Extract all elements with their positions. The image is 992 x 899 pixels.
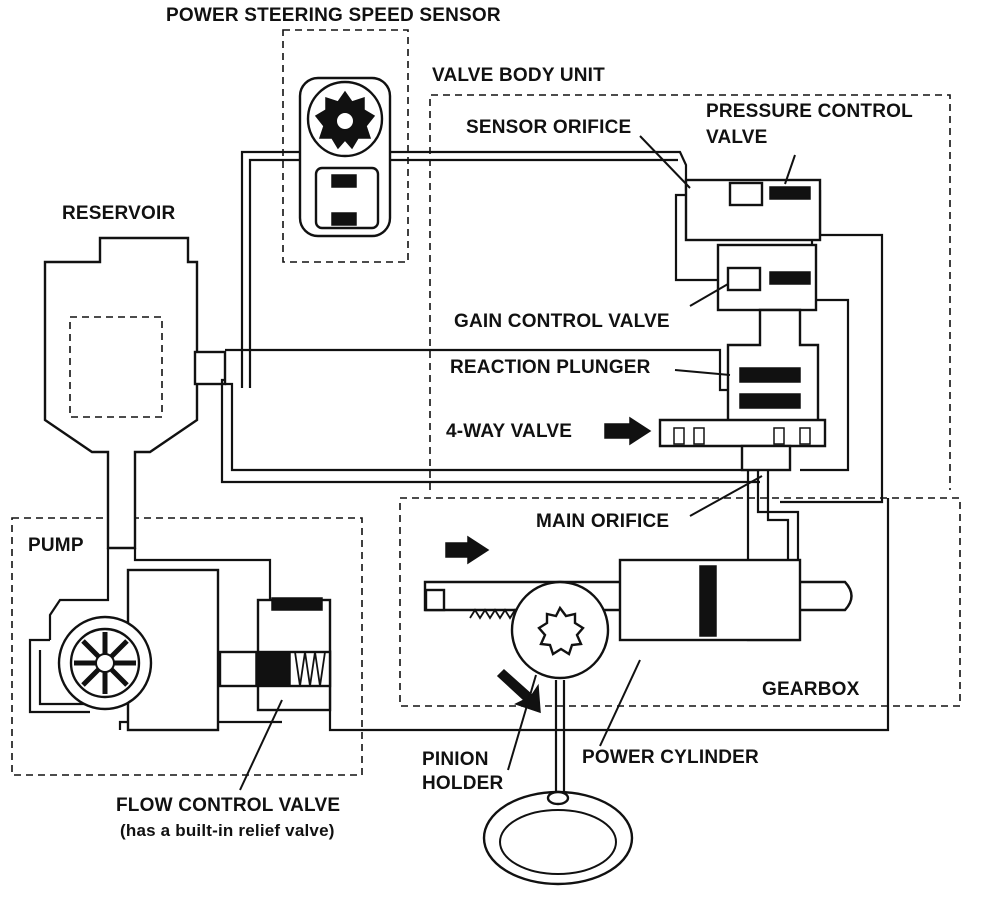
fcv-spring	[294, 651, 326, 687]
label-reaction-plunger: REACTION PLUNGER	[450, 357, 651, 378]
label-sensor-orifice: SENSOR ORIFICE	[466, 117, 632, 138]
pump-boundary	[11, 517, 363, 776]
reservoir-port	[193, 350, 227, 386]
steering-wheel-rim	[482, 790, 634, 886]
steering-wheel-inner	[499, 809, 617, 875]
pump-loop-left	[28, 638, 90, 714]
label-speed-sensor: POWER STEERING SPEED SENSOR	[166, 5, 501, 26]
rack-direction-arrow-icon	[445, 535, 490, 565]
valve-outlet-stub	[740, 444, 792, 472]
label-pump: PUMP	[28, 535, 84, 556]
fcv-spool-dark	[255, 651, 291, 687]
pcv-spring	[769, 186, 811, 200]
leader-power-cylinder	[599, 659, 641, 747]
return-line-1	[225, 348, 730, 392]
pump-supply-line-b	[118, 720, 282, 730]
pump-loop-left-b	[38, 650, 90, 706]
label-pressure-control-1: PRESSURE CONTROL	[706, 101, 913, 122]
reaction-plunger-spring-1	[739, 367, 801, 383]
reservoir-tank	[43, 236, 199, 550]
valve-body-boundary	[429, 94, 951, 490]
sensor-line-top	[240, 150, 300, 388]
sensor-spring-top	[331, 174, 357, 188]
label-pressure-control-2: VALVE	[706, 127, 768, 148]
reaction-plunger-spring-2	[739, 393, 801, 409]
sensor-spring-bottom	[331, 212, 357, 226]
label-reservoir: RESERVOIR	[62, 203, 176, 224]
label-pinion-holder-2: HOLDER	[422, 773, 504, 794]
label-flow-control-1: FLOW CONTROL VALVE	[116, 795, 341, 816]
pump-vanes	[74, 632, 136, 694]
gcv-spool	[726, 266, 762, 292]
return-line-2	[225, 382, 760, 472]
gearbox-boundary	[399, 497, 961, 707]
leader-pressure-control	[784, 154, 796, 185]
label-main-orifice: MAIN ORIFICE	[536, 511, 670, 532]
leader-reaction-plunger	[674, 369, 731, 376]
gcv-spring	[769, 271, 811, 285]
label-power-cylinder: POWER CYLINDER	[582, 747, 759, 768]
sensor-gear-hub	[335, 111, 355, 131]
speed-sensor-boundary	[282, 29, 409, 263]
rotation-arrow-icon	[496, 668, 541, 714]
leader-gain-control	[689, 283, 729, 307]
sensor-to-valve	[390, 150, 732, 192]
steering-wheel-hub	[546, 790, 570, 806]
label-valve-body-unit: VALVE BODY UNIT	[432, 65, 605, 86]
reservoir-to-pump	[48, 548, 110, 640]
label-gearbox: GEARBOX	[762, 679, 860, 700]
label-pinion-holder-1: PINION	[422, 749, 489, 770]
rack-end-stub	[424, 588, 446, 612]
leader-main-orifice	[689, 475, 763, 517]
label-flow-control-2: (has a built-in relief valve)	[120, 821, 335, 840]
leader-sensor-orifice	[639, 135, 691, 189]
label-gain-control: GAIN CONTROL VALVE	[454, 311, 670, 332]
sensor-orifice-loop	[674, 193, 730, 282]
four-way-arrow-icon	[604, 416, 652, 446]
piston	[699, 565, 717, 637]
four-way-valve-slots	[673, 427, 811, 445]
fcv-top-spring	[271, 597, 323, 611]
pinion-gear	[537, 605, 585, 656]
leader-flow-control	[239, 699, 283, 791]
return-line-3	[220, 378, 760, 484]
leader-pinion-holder	[507, 674, 537, 771]
pump-to-fcv	[133, 548, 272, 600]
valve-to-cylinder-1	[756, 470, 800, 560]
pcv-spool	[728, 181, 764, 207]
sensor-line-top-b	[248, 158, 300, 388]
valve-to-cylinder-2	[766, 470, 790, 560]
label-four-way-valve: 4-WAY VALVE	[446, 421, 573, 442]
